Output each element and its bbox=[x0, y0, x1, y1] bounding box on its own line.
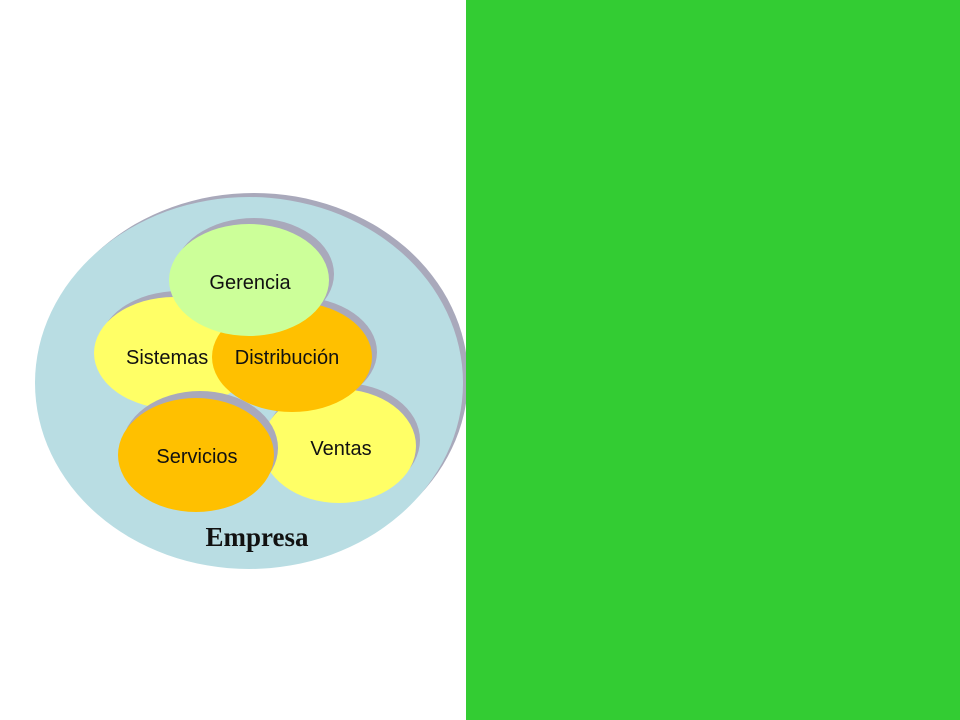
unit-servicios: Servicios bbox=[118, 391, 278, 512]
right-panel bbox=[466, 0, 960, 720]
unit-servicios-ellipse bbox=[118, 398, 274, 512]
unit-gerencia: Gerencia bbox=[169, 218, 334, 336]
organization-diagram: Sistemas Ventas Gerencia Distribución Se… bbox=[35, 193, 466, 569]
empresa-label: Empresa bbox=[205, 522, 309, 552]
unit-gerencia-ellipse bbox=[169, 224, 329, 336]
unit-sistemas-label: Sistemas bbox=[126, 347, 208, 369]
unit-ventas-label: Ventas bbox=[310, 438, 371, 460]
unit-distribucion-label: Distribución bbox=[235, 347, 339, 369]
unit-ventas: Ventas bbox=[262, 383, 420, 503]
unit-ventas-ellipse bbox=[262, 389, 416, 503]
unit-gerencia-label: Gerencia bbox=[209, 272, 291, 294]
unit-servicios-label: Servicios bbox=[156, 446, 237, 468]
